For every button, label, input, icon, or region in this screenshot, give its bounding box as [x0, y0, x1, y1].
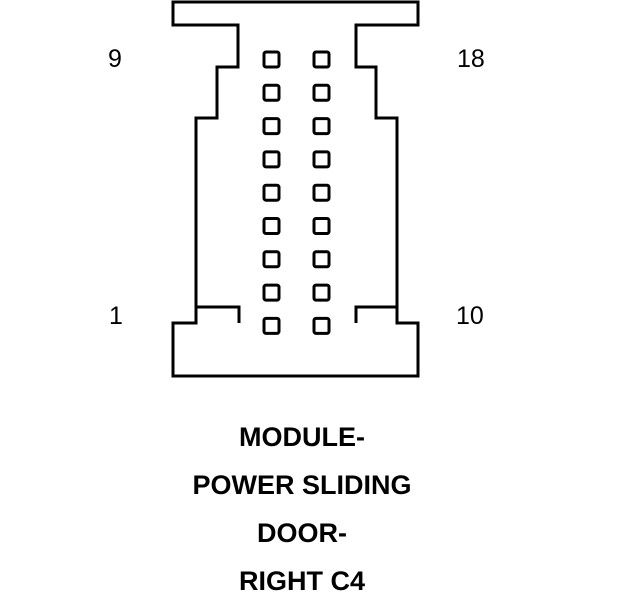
pin-cavity	[312, 50, 331, 69]
pin-cavity	[312, 217, 331, 235]
pin-cavity	[262, 183, 281, 202]
connector-caption-line-1: MODULE-	[239, 422, 365, 452]
pin-cavity	[262, 250, 281, 269]
pin-label-10: 10	[456, 302, 484, 330]
pin-cavity	[262, 50, 281, 69]
pin-cavity	[312, 117, 331, 136]
pin-label-9: 9	[108, 45, 122, 73]
connector-caption-line-4: RIGHT C4	[238, 566, 365, 596]
pin-cavity	[262, 316, 281, 335]
connector-diagram: 9 18 1 10	[108, 0, 485, 378]
pin-cavity	[312, 250, 331, 269]
connector-caption-line-2: POWER SLIDING	[192, 470, 412, 500]
connector-housing	[171, 0, 420, 378]
pin-cavity	[262, 150, 281, 169]
latch-right	[354, 305, 397, 323]
pin-cavity	[312, 183, 331, 202]
pin-cavity	[262, 217, 281, 235]
pin-label-18: 18	[457, 45, 485, 73]
pin-cavity	[262, 283, 281, 302]
pin-cavity	[312, 150, 331, 169]
latch-left	[196, 305, 241, 323]
connector-caption-line-3: DOOR-	[257, 518, 347, 548]
pin-cavity	[262, 117, 281, 136]
pin-cavity	[262, 83, 281, 102]
pin-cavity	[312, 283, 331, 302]
pin-cavities	[262, 50, 331, 335]
pin-label-1: 1	[109, 302, 123, 330]
pin-cavity	[312, 83, 331, 102]
pin-cavity	[312, 316, 331, 335]
